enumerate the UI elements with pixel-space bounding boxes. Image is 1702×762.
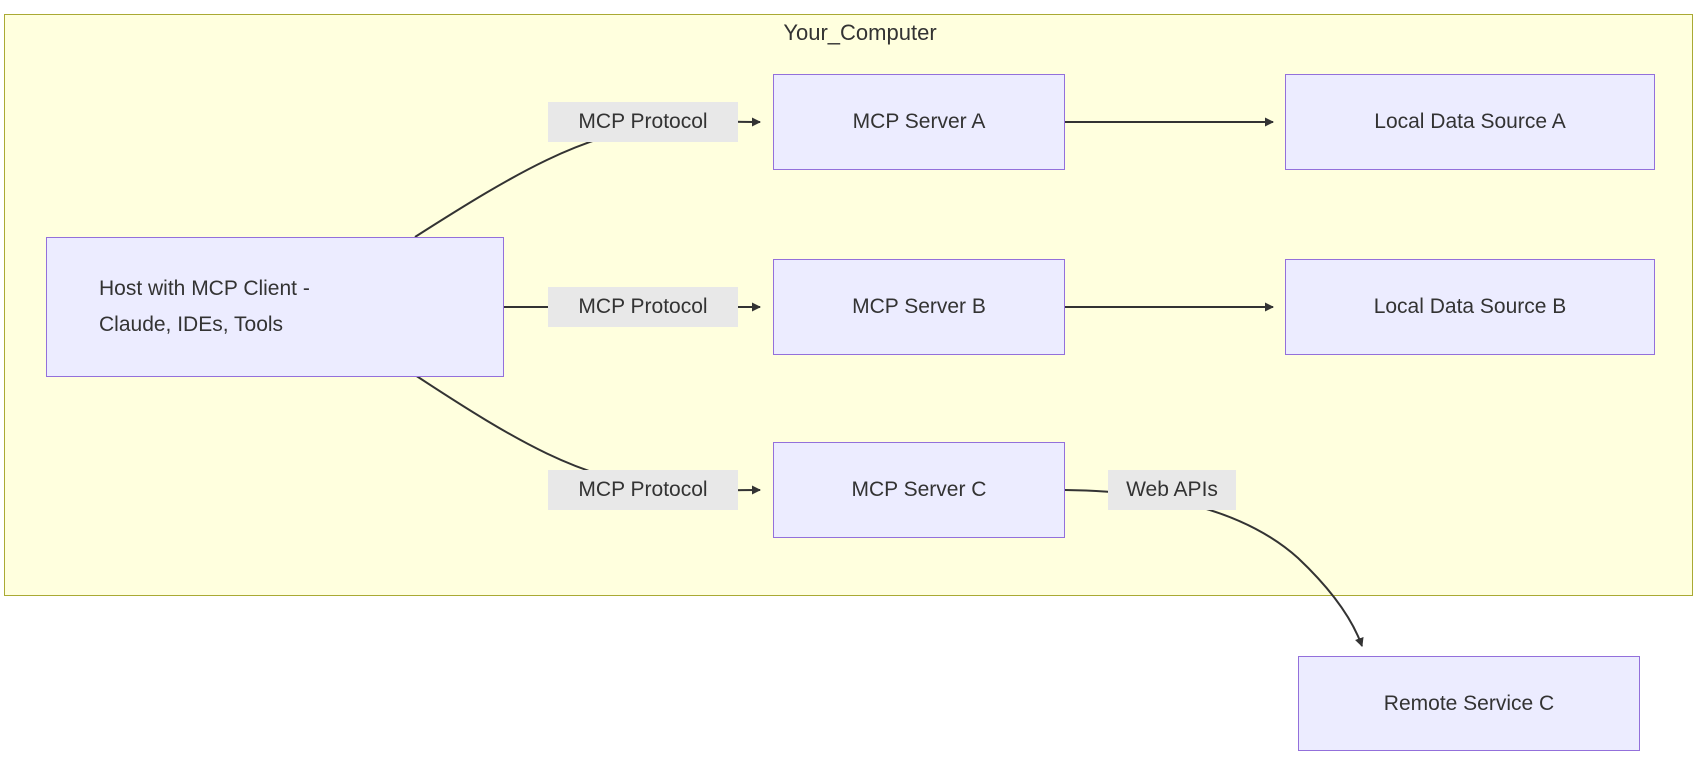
- local-data-source-a-label: Local Data Source A: [1374, 110, 1566, 133]
- local-data-source-b-label: Local Data Source B: [1373, 295, 1567, 318]
- node-remote-service-c: Remote Service C: [1298, 656, 1640, 751]
- node-host-with-mcp-client: Host with MCP Client - Claude, IDEs, Too…: [46, 237, 504, 377]
- node-local-data-source-b: Local Data Source B: [1285, 259, 1655, 355]
- edge-server-c-remote-c: [1064, 489, 1364, 647]
- mcp-server-a-label: MCP Server A: [852, 110, 986, 133]
- node-mcp-server-a: MCP Server A: [773, 74, 1065, 170]
- node-mcp-server-c: MCP Server C: [773, 442, 1065, 538]
- mcp-server-c-label: MCP Server C: [851, 478, 987, 501]
- node-local-data-source-a: Local Data Source A: [1285, 74, 1655, 170]
- edge-label-mcp-protocol-c: MCP Protocol: [548, 470, 738, 510]
- edge-label-mcp-protocol-b: MCP Protocol: [548, 287, 738, 327]
- cluster-title: Your_Computer: [783, 20, 937, 45]
- node-mcp-server-b: MCP Server B: [773, 259, 1065, 355]
- mcp-server-b-label: MCP Server B: [852, 295, 986, 318]
- host-label-line1: Host with MCP Client -: [99, 277, 310, 300]
- host-label-line2: Claude, IDEs, Tools: [99, 313, 284, 336]
- edge-label-mcp-protocol-a: MCP Protocol: [548, 102, 738, 142]
- remote-service-c-label: Remote Service C: [1383, 691, 1555, 715]
- edge-label-web-apis: Web APIs: [1108, 470, 1236, 510]
